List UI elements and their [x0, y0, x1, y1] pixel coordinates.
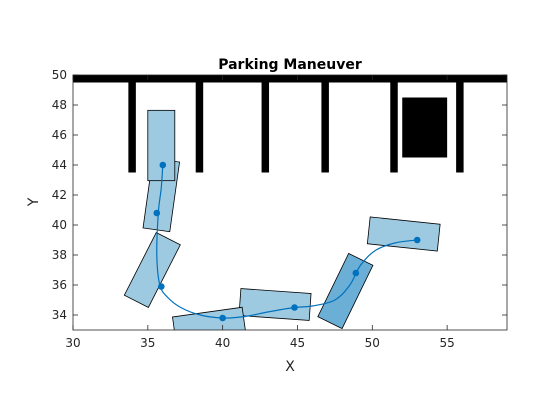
chart-title: Parking Maneuver	[218, 57, 362, 73]
plot-area	[73, 75, 507, 330]
y-tick-label: 44	[52, 158, 67, 172]
x-tick-label: 35	[140, 336, 155, 350]
x-axis-label: X	[285, 359, 295, 375]
obstacle-wall	[73, 75, 507, 83]
waypoint-marker	[159, 161, 167, 169]
obstacle-divider	[321, 82, 329, 173]
y-tick-label: 38	[52, 248, 67, 262]
y-tick-label: 48	[52, 98, 67, 112]
x-tick-label: 45	[290, 336, 305, 350]
path-line	[156, 164, 418, 319]
x-tick-label: 30	[65, 336, 80, 350]
obstacle-divider	[195, 82, 204, 173]
y-tick-label: 34	[52, 308, 67, 322]
waypoint-marker	[153, 209, 161, 217]
waypoint-marker	[352, 269, 360, 277]
y-tick-label: 40	[52, 218, 67, 232]
y-tick-label: 46	[52, 128, 67, 142]
x-tick-label: 40	[215, 336, 230, 350]
y-axis-label: Y	[26, 197, 42, 207]
waypoint-marker	[413, 236, 421, 244]
y-tick-label: 50	[52, 68, 67, 82]
waypoint-marker	[219, 314, 226, 322]
obstacle-divider	[456, 82, 464, 173]
x-tick-label: 50	[365, 336, 380, 350]
vehicle-footprint	[123, 231, 181, 309]
axes: 30 35 40 45 50 55 34 36 38 40 42 44 46 48 50	[52, 68, 508, 350]
y-tick-label: 36	[52, 278, 67, 292]
obstacle-parked-car	[402, 97, 448, 158]
vehicle-footprint	[147, 109, 176, 182]
axes-frame	[72, 74, 508, 331]
vehicle-footprint	[366, 216, 441, 252]
y-tick-label: 42	[52, 188, 67, 202]
obstacle-divider	[261, 82, 270, 173]
obstacle-divider	[128, 82, 136, 173]
waypoint-marker	[157, 283, 165, 290]
obstacle-divider	[390, 82, 398, 173]
waypoint-marker	[291, 304, 298, 311]
x-tick-label: 55	[439, 336, 454, 350]
vehicle-footprint	[172, 306, 247, 330]
